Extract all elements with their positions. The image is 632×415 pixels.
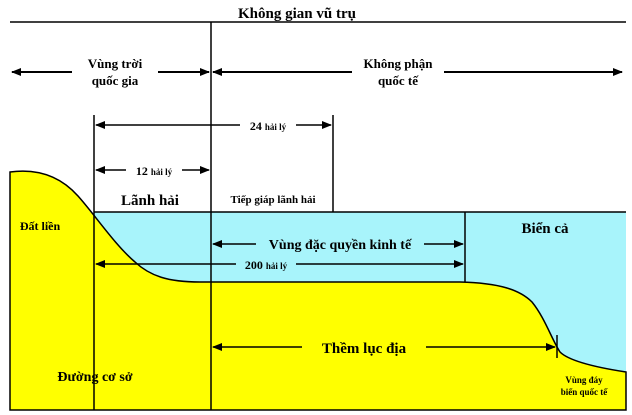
label-bg-12 [126, 161, 182, 179]
mainland-label: Đất liền [20, 219, 61, 233]
international-seabed-label-1: Vùng đáy [565, 375, 603, 385]
distance-200-unit: hải lý [266, 261, 288, 271]
distance-24-label: 24 hải lý [250, 119, 287, 133]
open-sea-label: Biển cả [521, 221, 569, 237]
international-airspace-label-1: Không phận [363, 56, 433, 71]
international-airspace-label-2: quốc tế [378, 73, 419, 88]
distance-24-unit: hải lý [265, 122, 287, 132]
distance-12-unit: hải lý [151, 167, 173, 177]
label-bg-shelf [302, 336, 426, 358]
label-bg-national [72, 54, 158, 90]
distance-200-label: 200 hải lý [245, 258, 288, 272]
label-bg-200 [236, 255, 296, 273]
label-bg-international [352, 54, 444, 90]
continental-shelf-label: Thềm lục địa [322, 341, 407, 357]
label-bg-24 [240, 116, 296, 134]
territorial-sea-label: Lãnh hải [121, 193, 179, 209]
eez-label: Vùng đặc quyền kinh tế [269, 238, 412, 253]
national-airspace-label-1: Vùng trời [88, 56, 143, 71]
baseline-label: Đường cơ sở [57, 370, 132, 385]
distance-24-value: 24 [250, 119, 262, 133]
international-seabed-label-2: biển quốc tế [561, 387, 609, 397]
distance-200-value: 200 [245, 258, 263, 272]
national-airspace-label-2: quốc gia [92, 73, 139, 88]
label-bg-eez [256, 234, 424, 254]
contiguous-zone-label: Tiếp giáp lãnh hải [230, 194, 315, 206]
title-text: Không gian vũ trụ [238, 6, 356, 22]
distance-12-value: 12 [136, 164, 148, 178]
distance-12-label: 12 hải lý [136, 164, 173, 178]
